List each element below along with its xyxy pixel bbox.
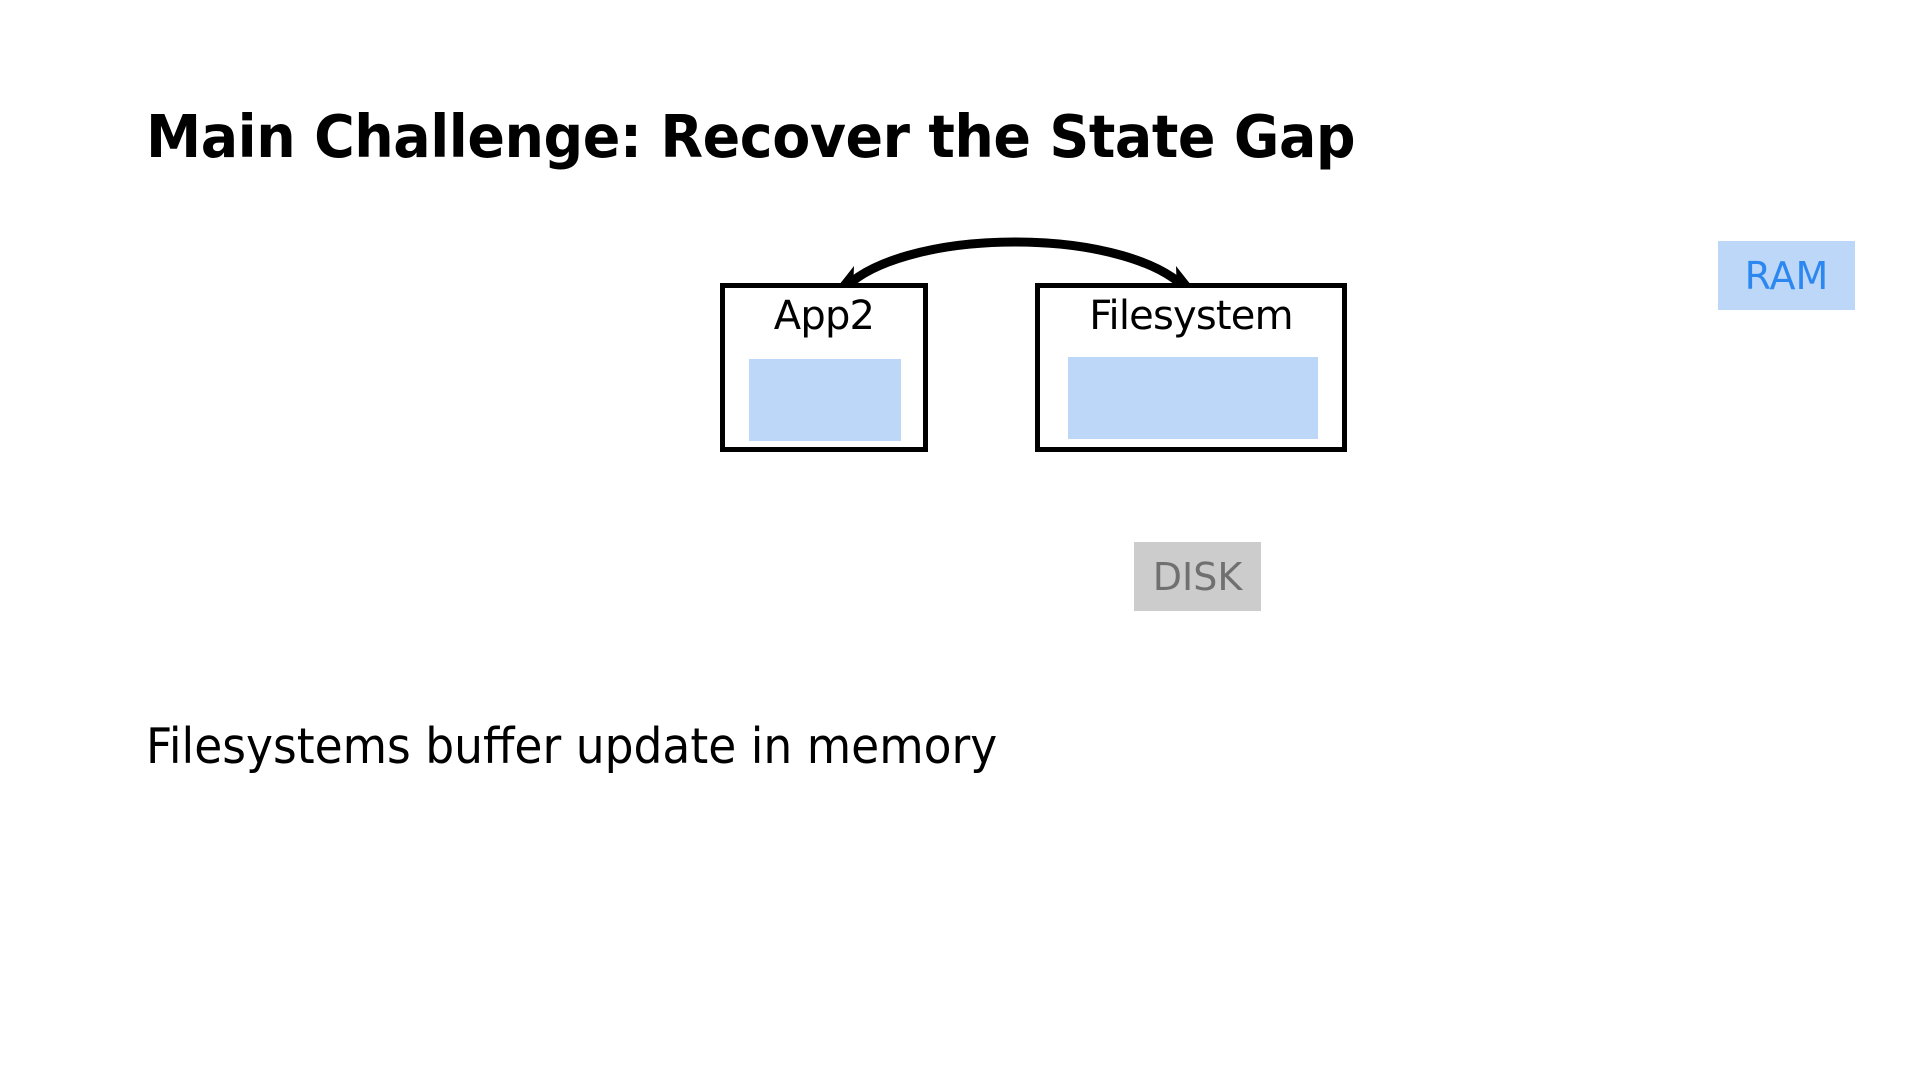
diagram-node-filesystem: Filesystem — [1035, 283, 1347, 452]
diagram-node-app2-label: App2 — [773, 293, 875, 339]
diagram-node-filesystem-memory-buffer — [1068, 357, 1318, 439]
page-title: Main Challenge: Recover the State Gap — [146, 102, 1356, 171]
diagram-node-app2-memory-buffer — [749, 359, 901, 441]
diagram-node-app2: App2 — [720, 283, 928, 452]
tier-label-ram: RAM — [1718, 241, 1855, 310]
slide-caption: Filesystems buffer update in memory — [146, 718, 998, 775]
diagram-node-filesystem-label: Filesystem — [1089, 293, 1293, 339]
tier-label-disk: DISK — [1134, 542, 1261, 611]
